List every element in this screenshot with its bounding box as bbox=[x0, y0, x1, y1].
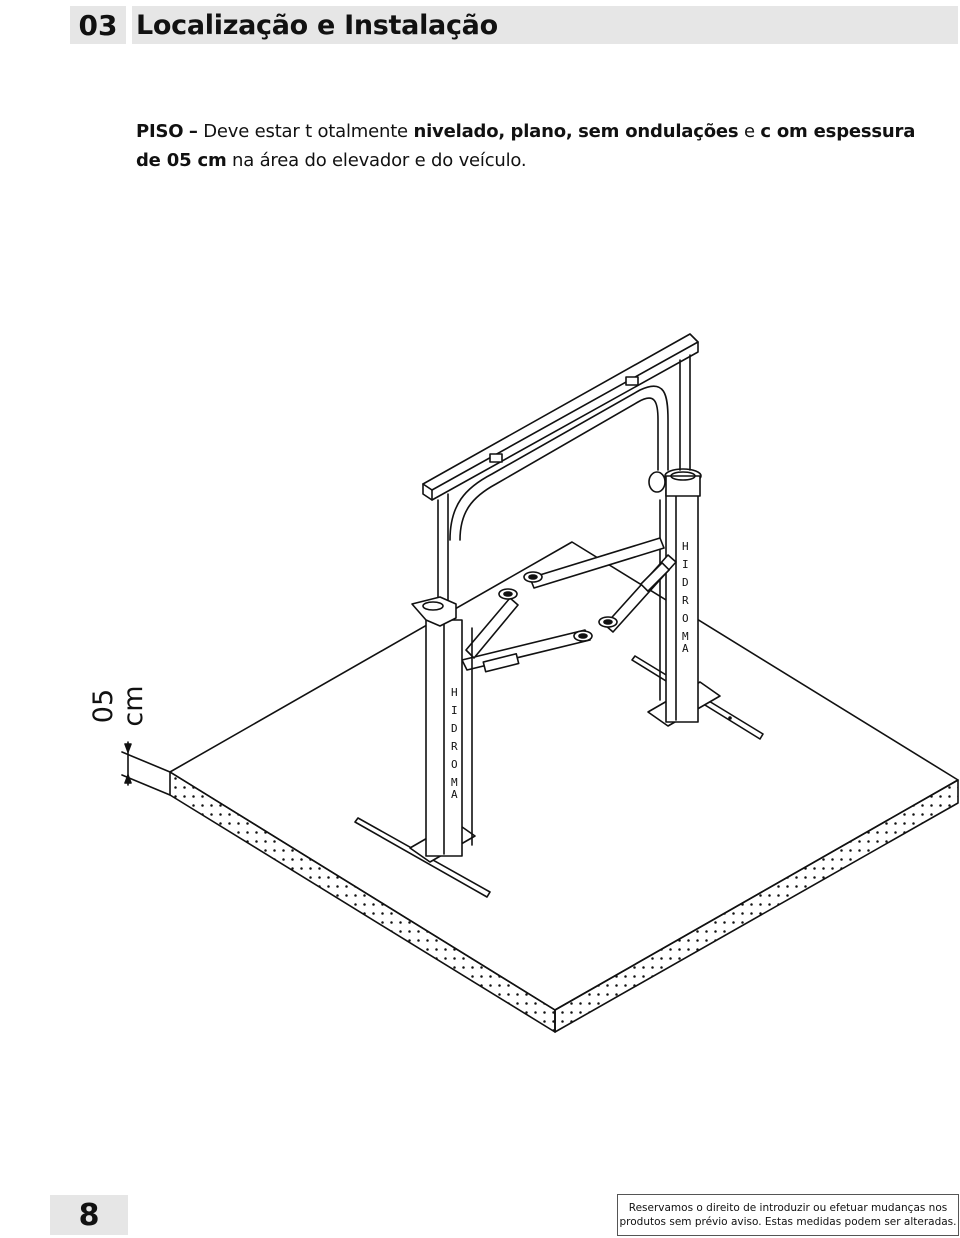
text-4: na área do elevador e do veículo. bbox=[232, 150, 527, 171]
floor-requirements-text: PISO – Deve estar t otalmente nivelado, … bbox=[136, 117, 956, 175]
overhead-beam bbox=[422, 333, 699, 611]
section-header: Localização e Instalação bbox=[132, 6, 958, 44]
thickness-label: 05 cm bbox=[88, 685, 149, 727]
svg-text:A: A bbox=[682, 642, 689, 655]
disclaimer-line-2: produtos sem prévio aviso. Estas medidas… bbox=[619, 1216, 957, 1228]
svg-text:H: H bbox=[451, 686, 458, 699]
floor-slab bbox=[169, 541, 959, 1033]
bold-2: plano, bbox=[510, 121, 573, 142]
svg-text:R: R bbox=[682, 594, 689, 607]
dash: – bbox=[188, 121, 198, 142]
bold-4: c om espessura bbox=[760, 121, 916, 142]
left-column: H I D R O M A bbox=[409, 596, 476, 863]
bold-3: sem ondulações bbox=[578, 121, 739, 142]
svg-text:O: O bbox=[682, 612, 689, 625]
text-2: estar t otalmente bbox=[254, 121, 408, 142]
bold-5: de 05 cm bbox=[136, 150, 227, 171]
section-number: 03 bbox=[70, 6, 126, 44]
text-1: Deve bbox=[203, 121, 250, 142]
floor-label: PISO bbox=[136, 121, 184, 142]
disclaimer-box: Reservamos o direito de introduzir ou ef… bbox=[617, 1194, 959, 1236]
bold-1: nivelado, bbox=[413, 121, 505, 142]
svg-text:R: R bbox=[451, 740, 458, 753]
svg-text:M: M bbox=[451, 776, 458, 789]
svg-text:A: A bbox=[451, 788, 458, 801]
svg-text:I: I bbox=[451, 704, 458, 717]
disclaimer-line-1: Reservamos o direito de introduzir ou ef… bbox=[628, 1202, 948, 1214]
svg-text:H: H bbox=[682, 540, 689, 553]
svg-text:D: D bbox=[451, 722, 458, 735]
right-column: H I D R O M A bbox=[647, 468, 721, 727]
svg-text:D: D bbox=[682, 576, 689, 589]
section-title: Localização e Instalação bbox=[136, 9, 498, 41]
page-number: 8 bbox=[50, 1195, 128, 1235]
svg-text:M: M bbox=[682, 630, 689, 643]
thickness-dimension bbox=[121, 741, 171, 796]
svg-text:I: I bbox=[682, 558, 689, 571]
svg-text:O: O bbox=[451, 758, 458, 771]
text-3: e bbox=[743, 121, 755, 142]
lift-arms bbox=[461, 537, 677, 673]
